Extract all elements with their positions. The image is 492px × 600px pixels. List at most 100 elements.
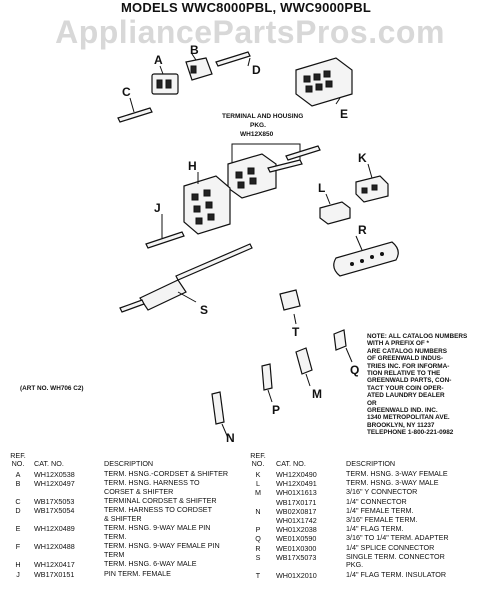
part-c-terminal — [117, 97, 153, 123]
header-cat: CAT. NO. — [34, 459, 64, 468]
part-s-connector — [119, 243, 253, 313]
catalog-note: NOTE: ALL CATALOG NUMBERS WITH A PREFIX … — [367, 333, 489, 437]
pkg-label-2: PKG. — [250, 122, 266, 129]
callout-q: Q — [350, 363, 359, 377]
table-row: R WE01X0300 1/4" SPLICE CONNECTOR — [246, 543, 490, 553]
cell-cat: WH01X1742 — [276, 515, 317, 525]
cell-cat: WH12X0538 — [34, 470, 75, 479]
callout-a: A — [154, 53, 163, 67]
cell-desc: PIN TERM. FEMALE — [104, 568, 171, 578]
cell-desc: TERM. HSNG. HARNESS TO CORSET & SHIFTER — [104, 478, 200, 496]
cell-desc: TERM. HSNG. 3-WAY MALE — [346, 478, 439, 488]
note-line: ARE CATALOG NUMBERS — [367, 347, 447, 355]
table-header: REF. NO. CAT. NO. DESCRIPTION — [6, 452, 244, 470]
cell-ref: B — [15, 479, 21, 489]
table-row: WB17X0171 1/4" CONNECTOR — [246, 496, 490, 507]
callout-e: E — [340, 107, 348, 121]
cell-desc: 3/16" Y CONNECTOR — [346, 487, 418, 497]
cell-cat: WH12X0489 — [34, 524, 75, 534]
note-line: TION RELATIVE TO THE — [367, 370, 441, 378]
parts-table-left: REF. NO. CAT. NO. DESCRIPTION A WH12X053… — [6, 452, 244, 579]
note-line: NOTE: ALL CATALOG NUMBERS — [367, 333, 468, 340]
cell-ref: P — [255, 525, 261, 535]
part-e-housing — [295, 57, 353, 107]
cell-cat: WB02X0817 — [276, 506, 317, 516]
cell-desc: 3/16" FEMALE TERM. — [346, 514, 418, 524]
cell-ref: R — [255, 543, 261, 553]
cell-desc: 1/4" CONNECTOR — [346, 496, 407, 506]
callout-l: L — [318, 181, 325, 195]
callout-d: D — [252, 63, 261, 77]
note-line: OF GREENWALD INDUS- — [367, 355, 443, 363]
cell-cat: WB17X5054 — [34, 506, 75, 516]
header-cat: CAT. NO. — [276, 459, 306, 468]
part-m-connector — [295, 347, 313, 387]
cell-cat: WE01X0300 — [276, 543, 317, 553]
table-row: B WH12X0497 TERM. HSNG. HARNESS TO CORSE… — [6, 478, 244, 497]
header-ref-1: REF. — [250, 451, 266, 460]
table-row: Q WE01X0590 3/16" TO 1/4" TERM. ADAPTER — [246, 533, 490, 544]
table-row: N WB02X0817 1/4" FEMALE TERM. — [246, 505, 490, 516]
cell-cat: WH12X0490 — [276, 470, 317, 479]
cell-cat: WH01X1613 — [276, 488, 317, 498]
cell-cat: WB17X5073 — [276, 552, 317, 562]
part-j-terminal — [145, 214, 185, 249]
cell-desc: TERMINAL CORDSET & SHIFTER — [104, 496, 217, 506]
cell-cat: WH12X0417 — [34, 560, 75, 570]
header-ref-2: NO. — [11, 459, 25, 468]
cell-cat: WB17X0171 — [276, 497, 317, 507]
parts-table-right: REF. NO. CAT. NO. DESCRIPTION K WH12X049… — [246, 452, 490, 580]
note-line: GREENWALD PARTS, CON- — [367, 377, 452, 385]
callout-j: J — [154, 201, 161, 215]
note-line: TRIES INC. FOR INFORMA- — [367, 362, 450, 370]
note-line: TELEPHONE 1-800-221-0982 — [367, 429, 454, 437]
cell-desc: 1/4" FEMALE TERM. — [346, 505, 414, 515]
part-b-housing — [185, 53, 213, 81]
part-q-adapter — [333, 329, 353, 363]
cell-desc: 1/4" FLAG TERM. INSULATOR — [346, 569, 447, 579]
callout-r: R — [358, 223, 367, 237]
table-row: K WH12X0490 TERM. HSNG. 3-WAY FEMALE — [246, 469, 490, 479]
table-row: C WB17X5053 TERMINAL CORDSET & SHIFTER — [6, 496, 244, 507]
part-n-female-term — [211, 391, 229, 439]
callout-h: H — [188, 159, 197, 173]
header-ref-2: NO. — [251, 459, 265, 468]
note-line: TACT YOUR COIN OPER- — [367, 384, 444, 392]
cell-desc: TERM. HSNG. 9-WAY MALE PIN TERM. — [104, 523, 211, 541]
note-line: WITH A PREFIX OF * — [367, 340, 430, 348]
cell-cat: WH12X0491 — [276, 479, 317, 489]
cell-ref: A — [15, 470, 21, 479]
cell-cat: WH01X2038 — [276, 525, 317, 535]
table-row: S WB17X5073 SINGLE TERM. CONNECTOR PKG. — [246, 552, 490, 571]
part-p-flag-term — [261, 363, 273, 403]
part-d-terminal — [215, 51, 251, 67]
cell-ref: M — [255, 488, 261, 498]
part-t-insulator — [279, 289, 301, 325]
callout-p: P — [272, 403, 280, 417]
cell-ref: C — [15, 497, 21, 507]
part-h-housing — [183, 172, 231, 235]
table-row: F WH12X0488 TERM. HSNG. 9-WAY FEMALE PIN… — [6, 542, 244, 560]
cell-cat: WH01X2010 — [276, 570, 317, 580]
note-line: GREENWALD IND. INC. — [367, 407, 438, 415]
cell-desc: 3/16" TO 1/4" TERM. ADAPTER — [346, 533, 449, 543]
cell-ref: N — [255, 506, 261, 516]
cell-desc: TERM. HSNG. 9-WAY FEMALE PIN TERM — [104, 541, 220, 559]
cell-ref: F — [15, 542, 21, 552]
cell-ref: K — [255, 470, 261, 479]
note-line: BROOKLYN, NY 11237 — [367, 421, 435, 429]
callout-c: C — [122, 85, 131, 99]
cell-cat: WB17X5053 — [34, 497, 75, 507]
cell-desc: TERM. HSNG. 6-WAY MALE — [104, 559, 197, 569]
cell-ref: L — [256, 479, 260, 489]
cell-ref: Q — [255, 534, 261, 544]
header-desc: DESCRIPTION — [104, 459, 154, 468]
callout-m: M — [312, 387, 322, 401]
cell-desc: TERM. HSNG. 3-WAY FEMALE — [346, 469, 448, 478]
part-l-housing — [319, 193, 351, 225]
cell-desc: TERM. HARNESS TO CORDSET & SHIFTER — [104, 505, 212, 523]
table-header: REF. NO. CAT. NO. DESCRIPTION — [246, 452, 490, 470]
art-number: (ART NO. WH706 C2) — [20, 385, 84, 392]
cell-desc: 1/4" FLAG TERM. — [346, 524, 404, 534]
